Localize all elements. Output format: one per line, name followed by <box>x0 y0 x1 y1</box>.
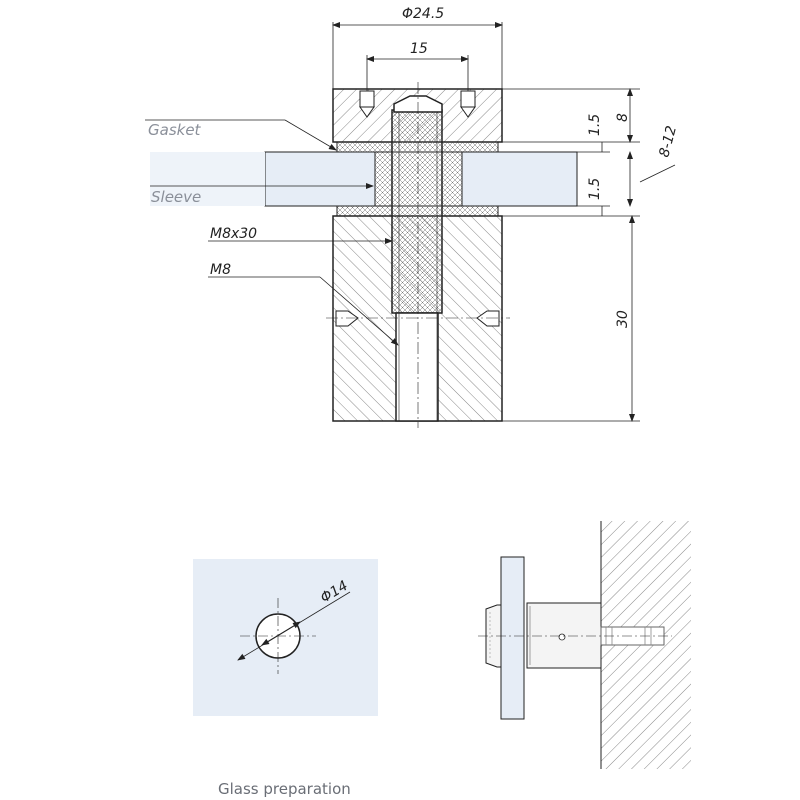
screw-shank-threaded <box>391 109 443 314</box>
dimensions-top <box>332 22 676 422</box>
glass-panel-right <box>461 151 578 207</box>
callout-thread: M8 <box>210 262 231 278</box>
side-set-screw <box>558 633 566 641</box>
glass-preparation-caption: Glass preparation <box>218 780 351 798</box>
set-screw-left <box>335 310 359 327</box>
dim-gasket-lower: 1.5 <box>587 178 603 200</box>
glass-fade-left <box>150 152 265 206</box>
dim-body-length: 30 <box>615 310 631 328</box>
glass-preparation-view <box>193 559 378 716</box>
dim-cap-height: 8 <box>615 113 631 122</box>
dim-glass-range: 8-12 <box>656 124 680 159</box>
callout-sleeve: Sleeve <box>151 188 201 206</box>
callout-screw: M8x30 <box>210 226 257 242</box>
dim-hole-spacing: 15 <box>410 41 428 57</box>
side-view <box>478 521 691 769</box>
callout-gasket: Gasket <box>148 121 202 139</box>
screw-tapped-hole <box>395 312 439 422</box>
dim-outer-diameter: Φ24.5 <box>402 6 444 22</box>
callout-leaders <box>145 119 399 346</box>
section-view <box>150 82 578 428</box>
glass-panel-left <box>264 151 376 207</box>
set-screw-right <box>476 310 500 327</box>
dim-gasket-upper: 1.5 <box>587 114 603 136</box>
side-glass-panel <box>500 556 525 720</box>
